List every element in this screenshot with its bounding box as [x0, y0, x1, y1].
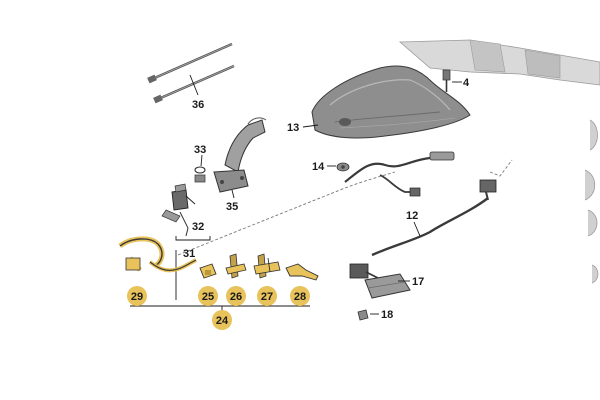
part-27-bracket	[253, 253, 281, 279]
badge-24: 24	[212, 310, 232, 330]
part-12-cable	[371, 179, 497, 257]
part-13-heat-shield	[302, 65, 471, 139]
label-4: 4	[463, 77, 470, 89]
vehicle-body-background	[398, 39, 600, 284]
label-35: 35	[226, 201, 238, 213]
wiring-harness-upper	[344, 151, 455, 197]
label-13: 13	[287, 122, 299, 134]
dashed-routing-line	[177, 171, 396, 256]
assembly-24-bracket	[130, 250, 310, 312]
part-33-gasket	[194, 154, 206, 183]
label-31: 31	[183, 248, 195, 260]
label-26: 26	[230, 291, 242, 303]
label-12: 12	[406, 210, 418, 222]
label-17: 17	[412, 276, 424, 288]
label-28: 28	[294, 291, 306, 303]
part-35-pipe	[213, 117, 267, 199]
part-17-module	[349, 263, 411, 299]
label-32: 32	[192, 221, 204, 233]
dashed-routing-line-right	[489, 159, 513, 177]
label-36: 36	[192, 99, 204, 111]
part-4-bolt	[442, 69, 462, 92]
label-33: 33	[194, 144, 206, 156]
badge-27: 27	[257, 286, 277, 306]
part-36-cable-ties	[147, 42, 235, 104]
badge-28: 28	[290, 286, 310, 306]
part-26-bracket	[225, 253, 247, 279]
label-27: 27	[261, 291, 273, 303]
label-18: 18	[381, 309, 393, 321]
part-14-nut	[327, 162, 350, 172]
part-31-sensor	[161, 183, 211, 241]
badge-26: 26	[226, 286, 246, 306]
label-24: 24	[216, 315, 229, 327]
label-29: 29	[131, 291, 143, 303]
label-25: 25	[202, 291, 214, 303]
part-25-clip	[199, 263, 217, 279]
badge-29: 29	[127, 286, 147, 306]
label-14: 14	[312, 161, 325, 173]
part-28-clip	[285, 263, 319, 281]
badge-25: 25	[198, 286, 218, 306]
part-29-sensor-cable	[118, 236, 197, 273]
part-18-nut	[357, 309, 379, 321]
